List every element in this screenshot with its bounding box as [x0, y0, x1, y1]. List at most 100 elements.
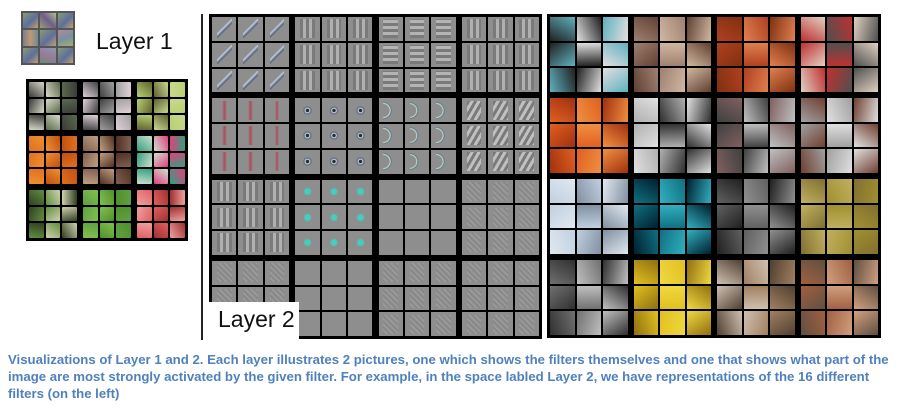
layer2-filter [514, 68, 539, 93]
layer1-patch [62, 98, 77, 114]
layer1-patch [137, 152, 152, 168]
layer2-filter [295, 17, 320, 41]
layer1-patch-group [83, 82, 131, 130]
layer2-patch [743, 17, 768, 41]
layer1-patch [116, 190, 131, 205]
layer2-patch [800, 98, 825, 122]
layer2-filter [431, 231, 456, 255]
layer2-patch-group [633, 98, 711, 173]
layer2-patch-group [550, 17, 628, 92]
layer2-filter [348, 17, 373, 41]
layer2-patch [633, 17, 658, 41]
layer1-patch [29, 206, 44, 222]
layer2-patch [853, 149, 878, 173]
layer1-patch-group [137, 82, 185, 130]
layer2-patch [800, 149, 825, 173]
layer2-filter [295, 149, 320, 174]
layer2-patch [770, 68, 795, 92]
layer1-patch-group [83, 190, 131, 238]
layer2-patch [660, 230, 685, 254]
layer2-patch-group [633, 17, 711, 92]
layer2-patch [633, 149, 658, 173]
layer2-filter [212, 179, 237, 204]
layer2-patch [686, 98, 711, 122]
layer2-filter [348, 124, 373, 148]
layer2-patch [550, 260, 575, 284]
layer2-patch [743, 204, 768, 229]
layer1-filter [23, 13, 39, 29]
layer2-filter-group [295, 98, 373, 174]
layer2-patch-grid [547, 14, 881, 338]
layer2-filter-grid [209, 14, 542, 339]
layer1-patch [62, 206, 77, 222]
layer2-patch [770, 285, 795, 310]
layer1-filter [40, 30, 56, 46]
layer2-filter [488, 286, 513, 311]
layer2-filter [431, 124, 456, 148]
layer2-filter [238, 42, 263, 67]
layer1-patch [153, 136, 169, 151]
layer2-patch [853, 204, 878, 229]
layer2-filter [488, 179, 513, 204]
layer2-filter [404, 98, 430, 122]
layer1-patch [153, 206, 169, 222]
layer2-patch [686, 285, 711, 310]
layer2-filter [404, 149, 430, 174]
layer2-patch [576, 123, 601, 148]
layer1-filter [57, 30, 73, 46]
layer2-filter [378, 149, 403, 174]
layer2-patch [717, 68, 742, 92]
layer2-filter [431, 312, 456, 336]
layer2-patch-group [800, 98, 878, 173]
layer1-patch [45, 115, 61, 130]
layer1-patch [45, 152, 61, 168]
layer2-filter [295, 286, 320, 311]
layer2-patch [743, 68, 768, 92]
layer1-patch [137, 98, 152, 114]
layer2-patch [633, 204, 658, 229]
layer2-patch-group [633, 179, 711, 254]
layer2-patch [827, 68, 852, 92]
layer2-patch [550, 230, 575, 254]
layer1-patch [116, 82, 131, 97]
layer2-patch [853, 17, 878, 41]
layer2-patch [770, 149, 795, 173]
layer2-patch [576, 285, 601, 310]
layer2-filter [514, 42, 539, 67]
layer2-patch [827, 149, 852, 173]
layer2-patch-group [633, 260, 711, 335]
layer1-patch [170, 206, 185, 222]
layer2-filter [238, 68, 263, 93]
layer2-patch [743, 123, 768, 148]
layer2-filter [212, 42, 237, 67]
layer2-filter [264, 205, 290, 229]
layer2-patch [743, 42, 768, 67]
layer2-patch [800, 285, 825, 310]
layer2-filter-group [378, 17, 456, 93]
layer2-patch [633, 42, 658, 67]
layer2-patch [827, 311, 852, 335]
layer2-filter [404, 124, 430, 148]
layer1-patch [83, 82, 98, 97]
layer2-filter [461, 179, 487, 204]
layer2-patch [576, 98, 601, 122]
layer2-patch-group [550, 260, 628, 335]
layer2-filter [378, 98, 403, 122]
layer1-patch [29, 223, 44, 238]
layer2-patch [660, 42, 685, 67]
layer1-patch [116, 152, 131, 168]
layer2-patch [743, 149, 768, 173]
layer2-filter [461, 231, 487, 255]
layer1-patch [45, 223, 61, 238]
layer2-patch [853, 260, 878, 284]
layer2-filter [212, 205, 237, 229]
layer2-patch [660, 123, 685, 148]
layer2-patch [717, 149, 742, 173]
layer2-filter [378, 260, 403, 285]
layer2-patch [717, 285, 742, 310]
layer2-filter [264, 98, 290, 122]
layer1-filter-grid [21, 11, 75, 65]
layer2-patch-group [800, 179, 878, 254]
layer1-patch [29, 136, 44, 151]
layer2-filter-group [212, 17, 290, 93]
